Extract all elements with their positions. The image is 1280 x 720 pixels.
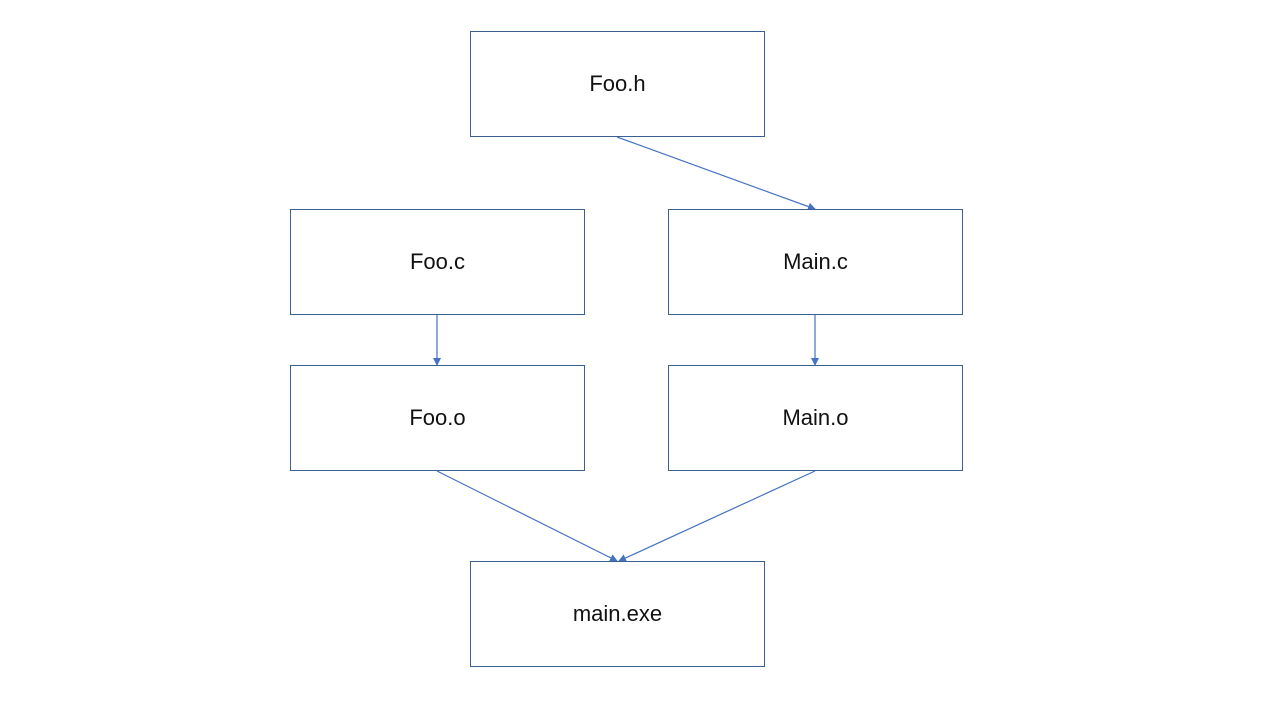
node-foo-h: Foo.h [470,31,765,137]
node-label-main-o: Main.o [782,405,849,430]
node-label-foo-c: Foo.c [409,249,466,274]
node-foo-c: Foo.c [290,209,585,315]
node-label-foo-h: Foo.h [589,71,646,96]
node-label-main-c: Main.c [783,249,848,274]
edge-foo-h-to-main-c [616,136,816,211]
node-main-c: Main.c [668,209,963,315]
node-label-main-exe: main.exe [572,601,663,626]
edge-main-o-to-main-exe [618,470,816,562]
node-label-foo-o: Foo.o [409,405,466,430]
node-main-exe: main.exe [470,561,765,667]
node-foo-o: Foo.o [290,365,585,471]
edge-foo-o-to-main-exe [436,470,618,562]
node-main-o: Main.o [668,365,963,471]
